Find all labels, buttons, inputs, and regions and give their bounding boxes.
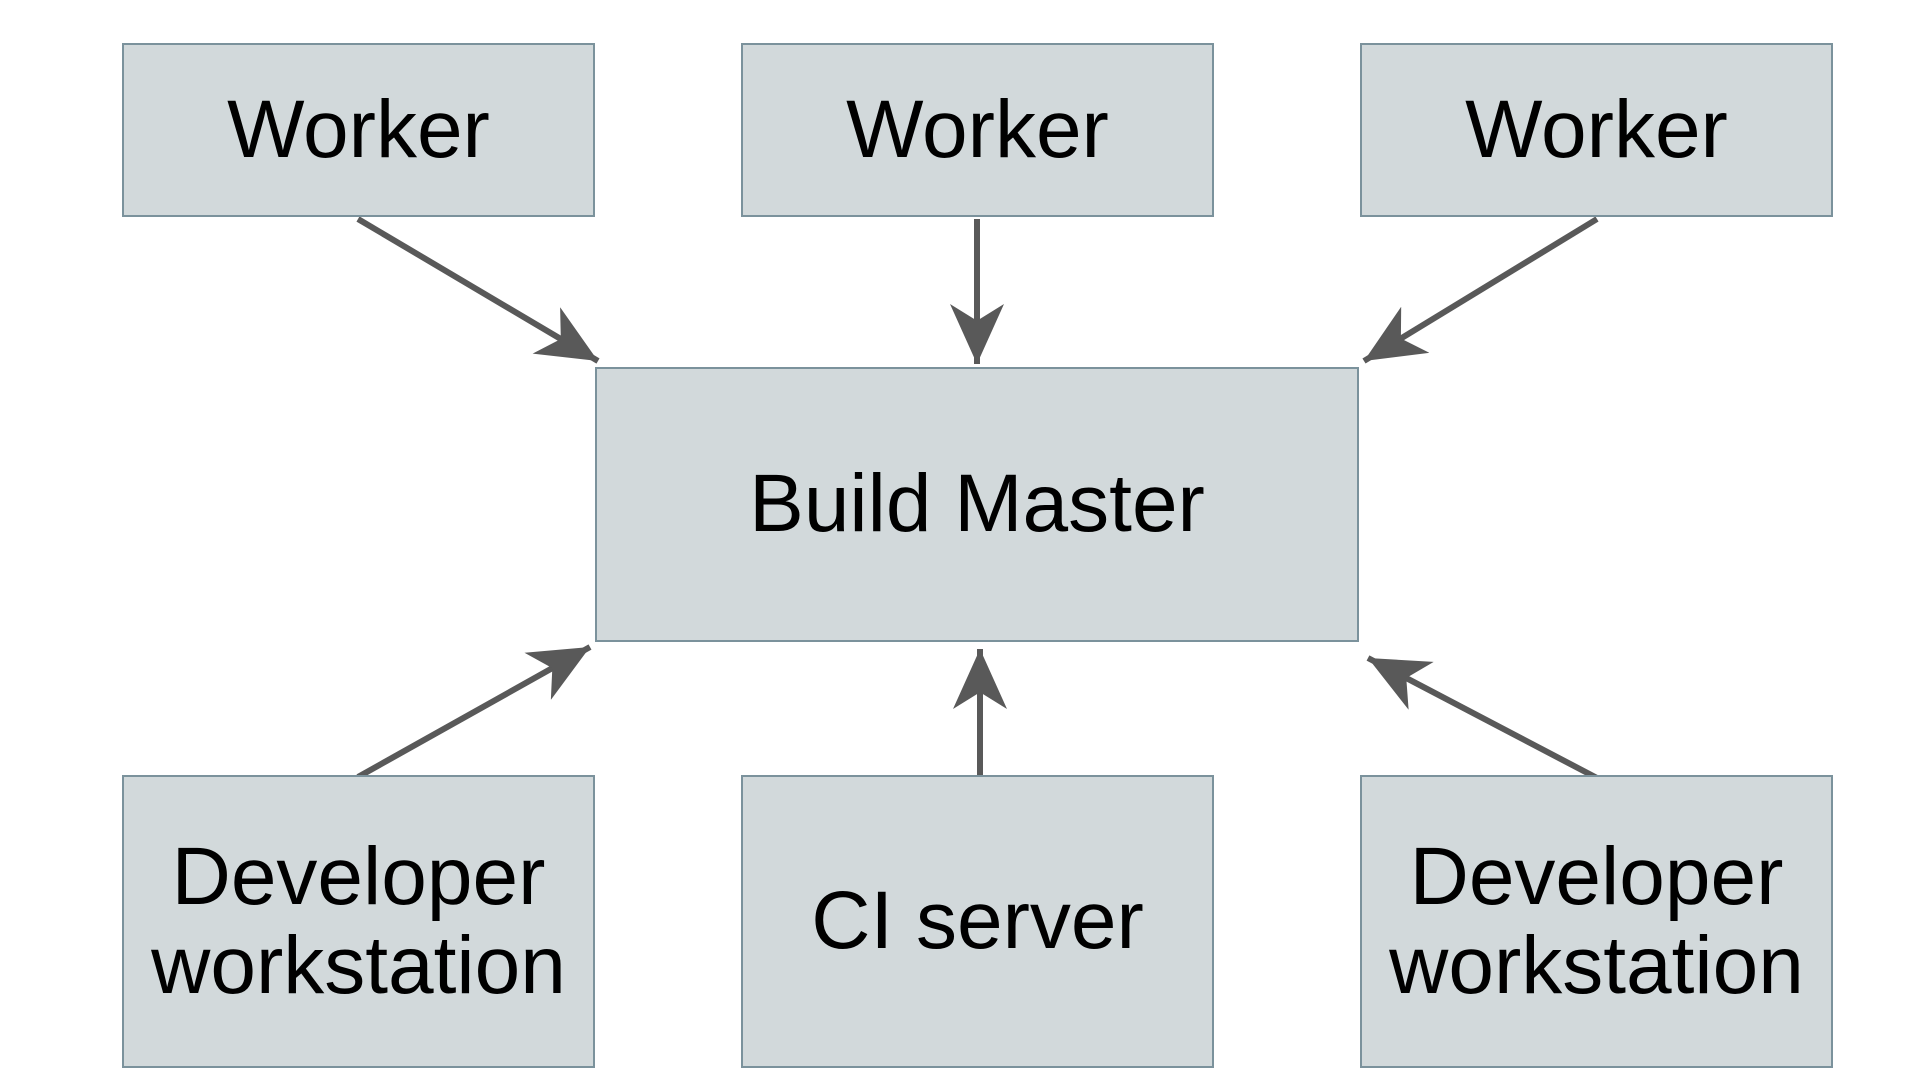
node-worker-1: Worker	[122, 43, 595, 217]
node-label: Build Master	[749, 458, 1205, 550]
node-label: Developer workstation	[1389, 830, 1804, 1011]
node-build-master: Build Master	[595, 367, 1359, 642]
node-dev-workstation-right: Developer workstation	[1360, 775, 1833, 1068]
arrow-dev-workstation-right-to-build-master	[1366, 655, 1599, 781]
node-label: Developer workstation	[151, 830, 566, 1011]
node-label: Worker	[1465, 83, 1728, 175]
node-label: CI server	[811, 875, 1144, 967]
node-label: Worker	[846, 83, 1109, 175]
node-ci-server: CI server	[741, 775, 1214, 1068]
arrow-dev-workstation-left-to-build-master	[356, 644, 592, 780]
node-label: Worker	[227, 83, 490, 175]
node-worker-2: Worker	[741, 43, 1214, 217]
node-worker-3: Worker	[1360, 43, 1833, 217]
arrow-worker-1-to-build-master	[356, 216, 600, 364]
arrow-worker-3-to-build-master	[1362, 216, 1599, 364]
node-dev-workstation-left: Developer workstation	[122, 775, 595, 1068]
